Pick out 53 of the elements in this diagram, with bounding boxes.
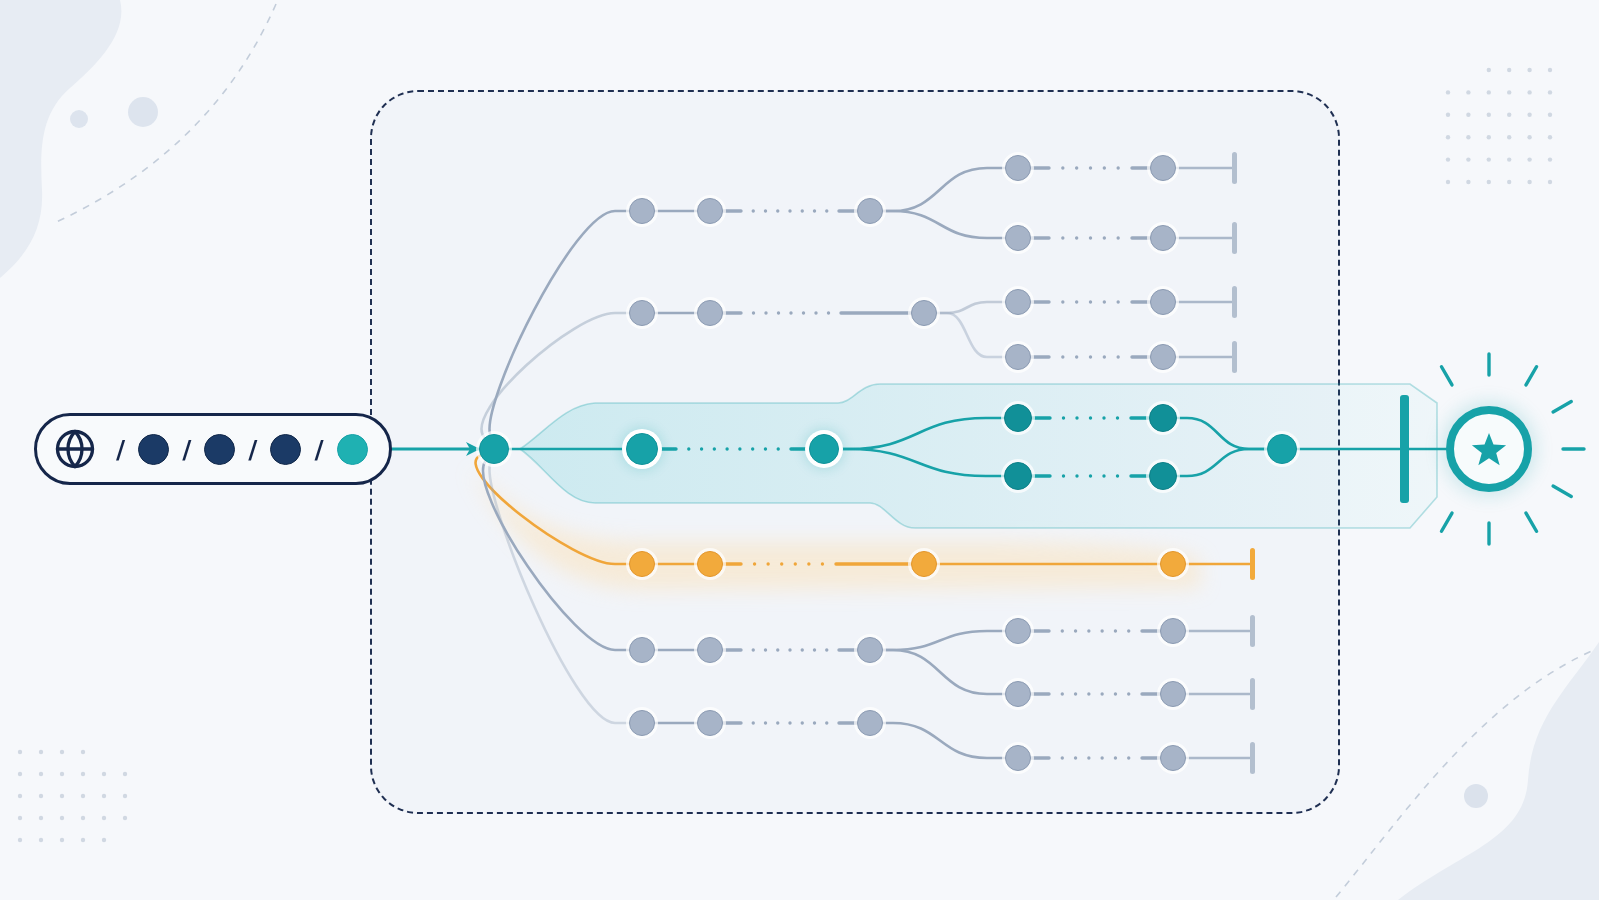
route-node bbox=[857, 637, 883, 663]
route-node bbox=[697, 198, 723, 224]
route-node bbox=[1160, 681, 1186, 707]
route-node bbox=[809, 434, 839, 464]
route-node bbox=[697, 710, 723, 736]
terminator-bar bbox=[1231, 222, 1237, 254]
path-separator: / bbox=[182, 436, 192, 462]
terminator-bar bbox=[1231, 286, 1237, 318]
route-node bbox=[1005, 681, 1031, 707]
terminator-bar bbox=[1249, 742, 1255, 774]
route-node bbox=[629, 637, 655, 663]
route-node bbox=[1005, 344, 1031, 370]
route-node bbox=[1005, 745, 1031, 771]
terminator-bar bbox=[1231, 341, 1237, 373]
route-node bbox=[1149, 404, 1177, 432]
route-node bbox=[1150, 155, 1176, 181]
terminator-bar bbox=[1399, 395, 1409, 503]
route-node bbox=[1005, 155, 1031, 181]
path-separator: / bbox=[116, 436, 126, 462]
route-node bbox=[629, 551, 655, 577]
route-node bbox=[629, 710, 655, 736]
terminator-bar bbox=[1249, 615, 1255, 647]
route-node bbox=[697, 551, 723, 577]
route-node bbox=[857, 198, 883, 224]
route-node bbox=[697, 300, 723, 326]
route-node bbox=[1005, 618, 1031, 644]
route-node bbox=[1005, 225, 1031, 251]
route-node bbox=[911, 300, 937, 326]
path-separator: / bbox=[314, 436, 324, 462]
route-node bbox=[626, 433, 658, 465]
path-separator: / bbox=[248, 436, 258, 462]
terminator-bar bbox=[1231, 152, 1237, 184]
route-node bbox=[1267, 434, 1297, 464]
route-node bbox=[1160, 551, 1186, 577]
route-node bbox=[1150, 344, 1176, 370]
connector-line bbox=[1407, 447, 1448, 451]
route-node bbox=[697, 637, 723, 663]
terminator-bar bbox=[1249, 548, 1255, 580]
route-node bbox=[1149, 462, 1177, 490]
route-node bbox=[1160, 745, 1186, 771]
route-node bbox=[479, 434, 509, 464]
route-node bbox=[1150, 225, 1176, 251]
route-node bbox=[1160, 618, 1186, 644]
route-node bbox=[1150, 289, 1176, 315]
route-node bbox=[629, 300, 655, 326]
route-node bbox=[1005, 289, 1031, 315]
route-node bbox=[1004, 404, 1032, 432]
route-node bbox=[857, 710, 883, 736]
route-node bbox=[911, 551, 937, 577]
route-node bbox=[629, 198, 655, 224]
terminator-bar bbox=[1249, 678, 1255, 710]
target-ring bbox=[1446, 406, 1532, 492]
route-node bbox=[1004, 462, 1032, 490]
